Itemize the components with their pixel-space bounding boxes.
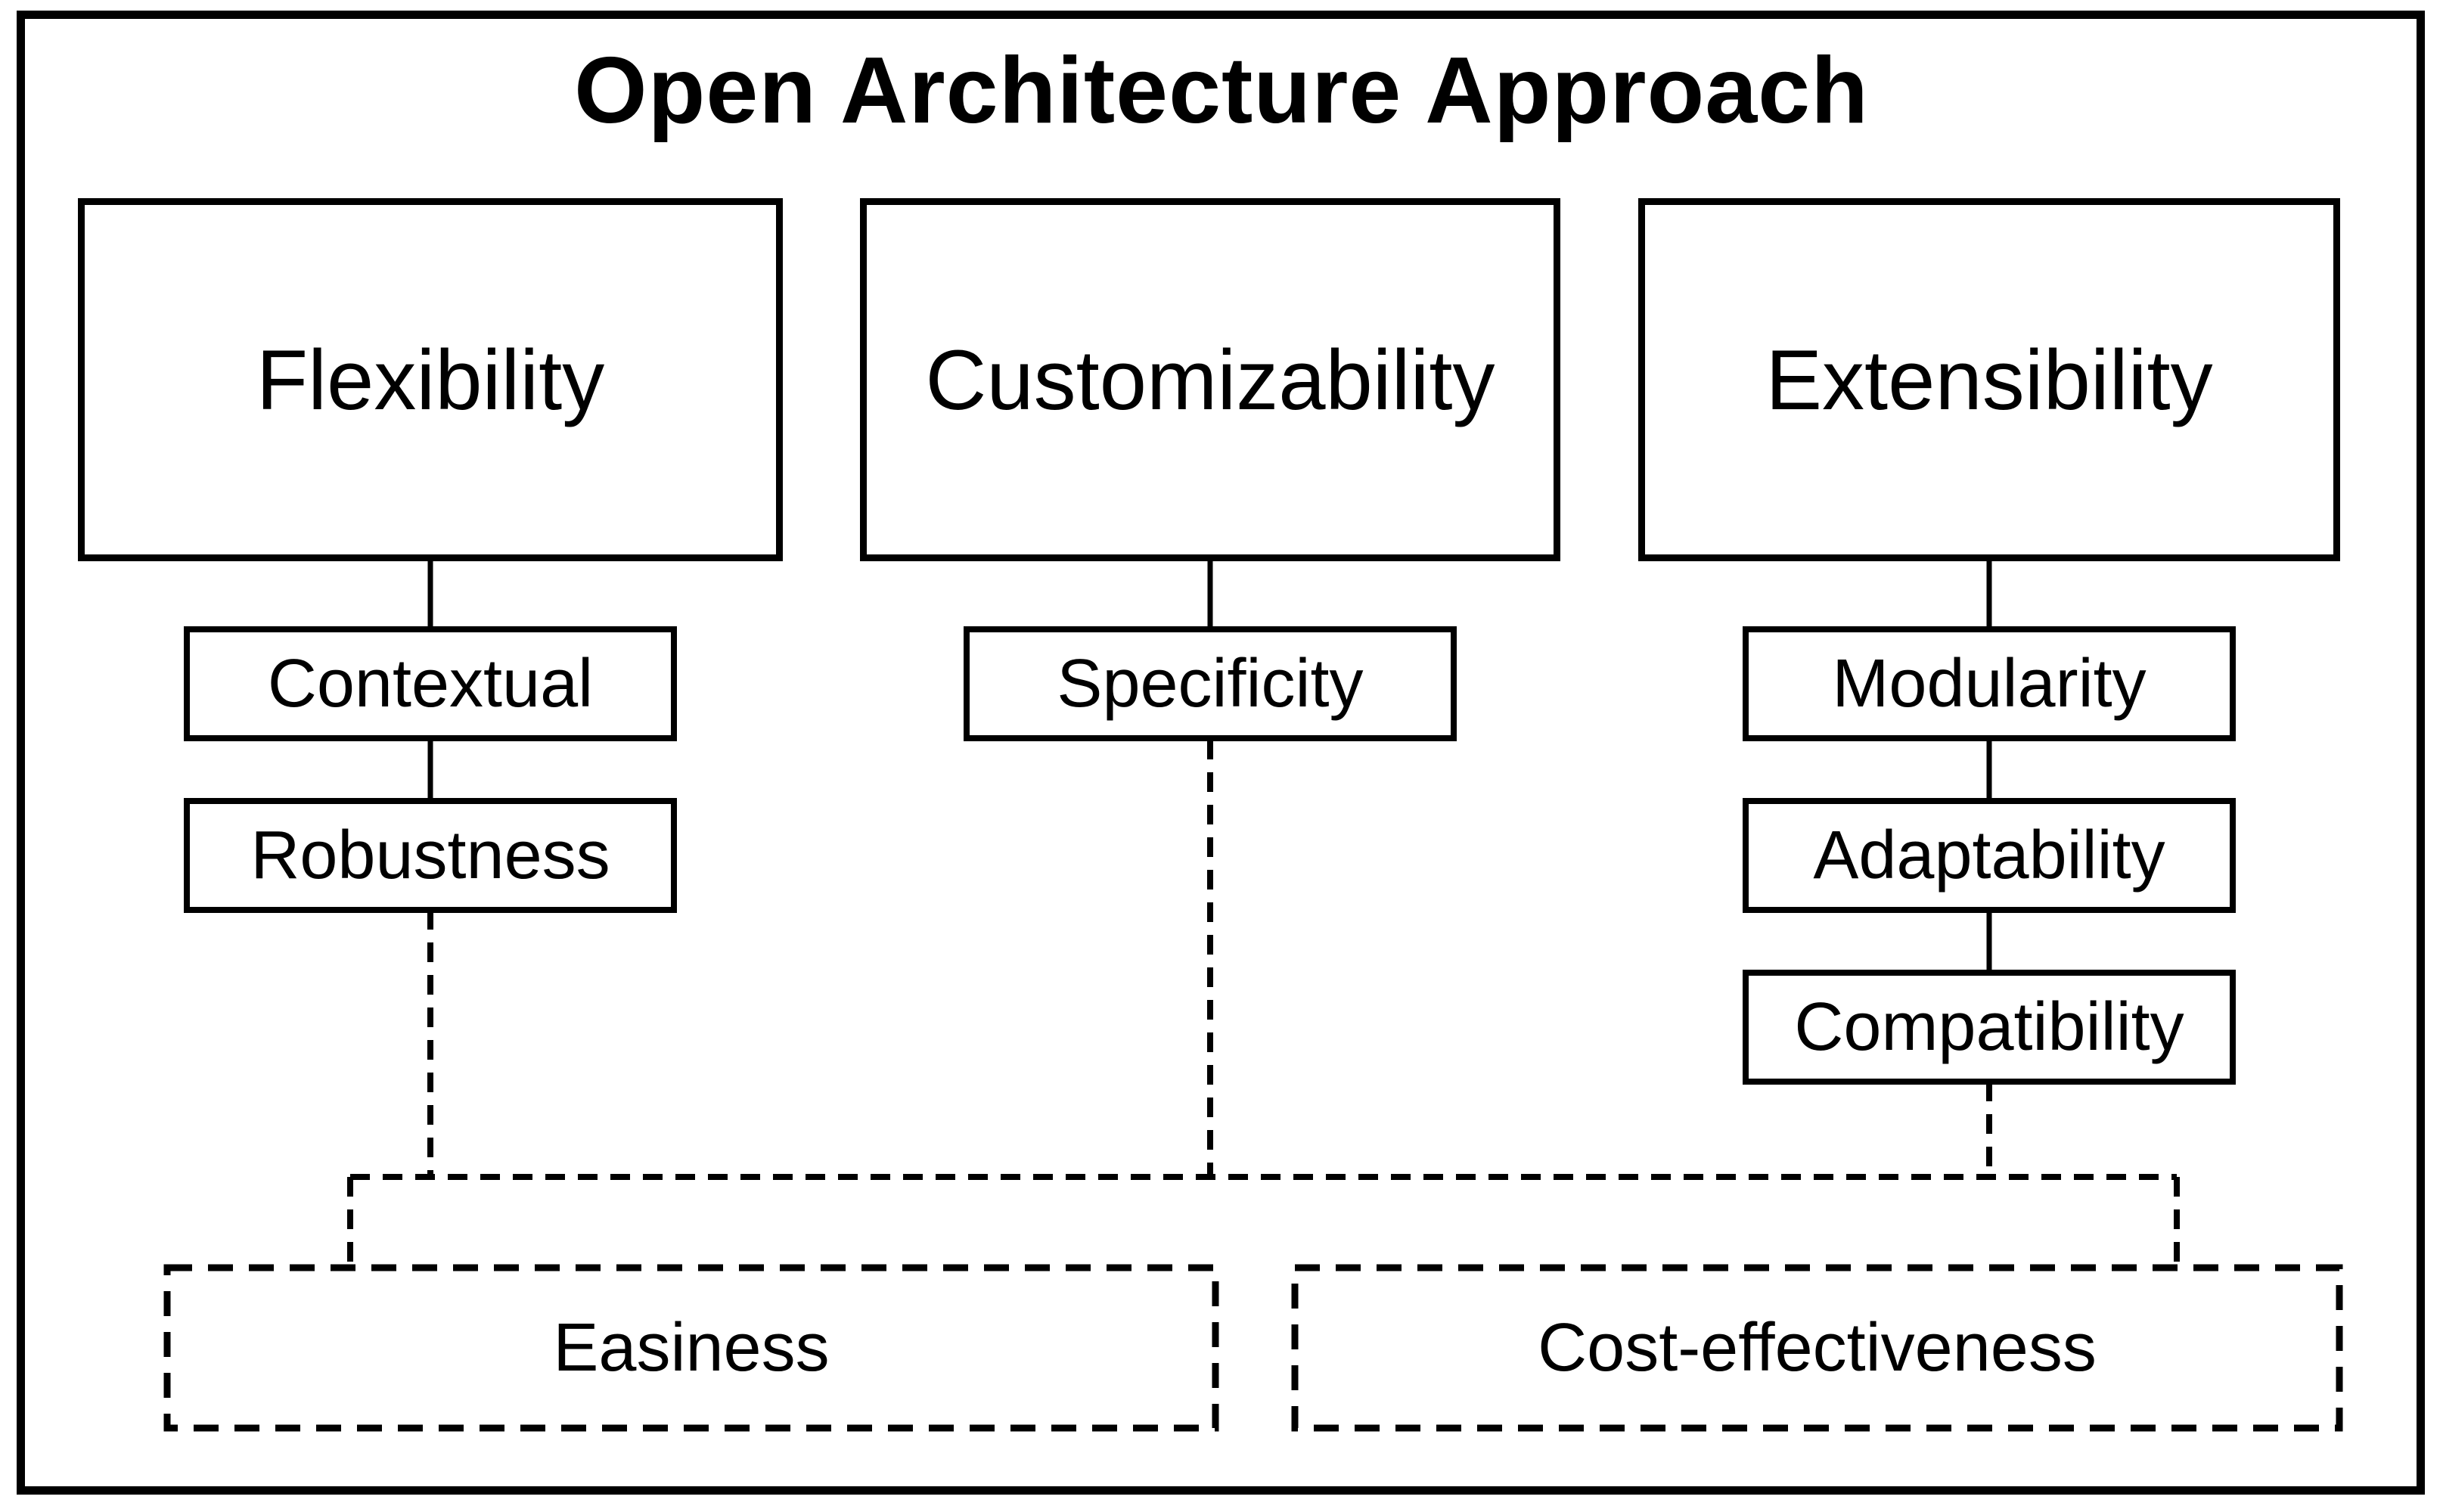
node-modularity-label: Modularity	[1832, 645, 2147, 722]
node-adaptability: Adaptability	[1743, 798, 2236, 913]
node-specificity-label: Specificity	[1057, 645, 1364, 722]
node-extensibility-label: Extensibility	[1765, 332, 2213, 427]
node-contextual: Contextual	[184, 626, 677, 741]
node-flexibility: Flexibility	[78, 198, 783, 561]
node-contextual-label: Contextual	[267, 645, 594, 722]
node-compatibility: Compatibility	[1743, 970, 2236, 1085]
node-customizability: Customizability	[860, 198, 1560, 561]
node-compatibility-label: Compatibility	[1794, 989, 2184, 1065]
node-flexibility-label: Flexibility	[256, 332, 605, 427]
node-easiness: Easiness	[167, 1268, 1215, 1428]
node-robustness: Robustness	[184, 798, 677, 913]
cost-effectiveness-box-outline	[1291, 1264, 2343, 1432]
node-cost-effectiveness-label: Cost-effectiveness	[1538, 1309, 2097, 1386]
node-easiness-label: Easiness	[553, 1309, 830, 1386]
node-customizability-label: Customizability	[925, 332, 1495, 427]
node-cost-effectiveness: Cost-effectiveness	[1295, 1268, 2339, 1428]
easiness-box-outline	[163, 1264, 1219, 1432]
node-adaptability-label: Adaptability	[1813, 817, 2165, 893]
node-specificity: Specificity	[964, 626, 1457, 741]
node-robustness-label: Robustness	[250, 817, 610, 893]
node-modularity: Modularity	[1743, 626, 2236, 741]
node-extensibility: Extensibility	[1638, 198, 2340, 561]
outer-frame	[17, 11, 2425, 1495]
diagram-title: Open Architecture Approach	[574, 39, 1869, 143]
